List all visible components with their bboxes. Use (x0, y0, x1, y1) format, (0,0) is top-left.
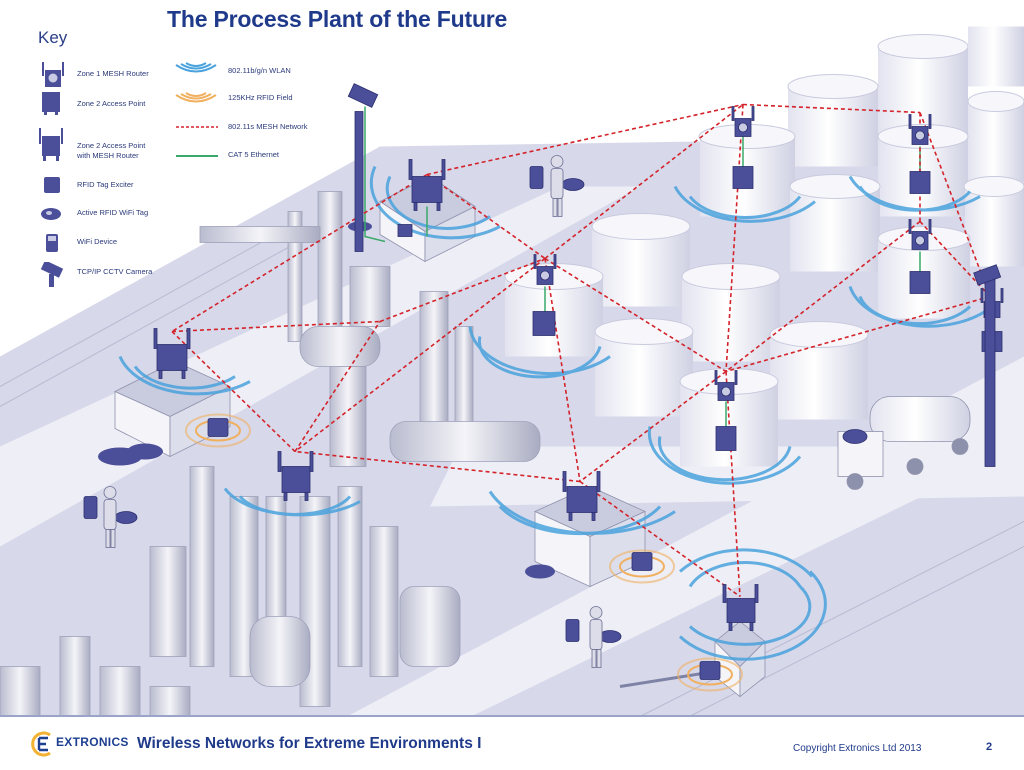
zone2-ap-mesh-router-icon (277, 451, 314, 501)
active-rfid-wifi-tag-icon (41, 208, 61, 220)
cctv-camera-icon (40, 262, 64, 287)
page-number: 2 (986, 741, 993, 753)
key-label-wifi-device: WiFi Device (77, 237, 118, 246)
rfid-tag-exciter-icon (699, 661, 721, 680)
zone1-mesh-router-icon (714, 370, 738, 401)
zone2-access-point-icon (732, 166, 754, 189)
mesh-network-links (171, 103, 991, 598)
key-label-zone2-ap-mesh-router: Zone 2 Access Point with MESH Router (77, 141, 145, 161)
key-label-rfid-tag-exciter: RFID Tag Exciter (77, 180, 134, 189)
active-rfid-wifi-tag-icon (114, 511, 138, 524)
wlan-waves-icon (175, 62, 217, 73)
extronics-logo-mark-icon (31, 731, 51, 757)
key-label-cctv-camera: TCP/IP CCTV Camera (77, 267, 153, 276)
logo-text: EXTRONICS (56, 735, 129, 749)
active-rfid-wifi-tag-icon (561, 178, 585, 191)
rfid-field-waves-icon (175, 92, 217, 103)
key-label-zone2-access-point: Zone 2 Access Point (77, 99, 146, 108)
rfid-tag-exciter-icon (44, 177, 60, 193)
shrubs (98, 221, 555, 579)
key-heading: Key (38, 28, 68, 47)
zone2-ap-mesh-router-icon (39, 128, 63, 161)
extronics-logo: EXTRONICS (30, 731, 128, 757)
workers (83, 155, 603, 668)
cctv-camera-icon (973, 264, 1002, 467)
zone2-ap-mesh-router-icon (153, 328, 191, 379)
footer-title: Wireless Networks for Extreme Environmen… (137, 735, 482, 752)
zone2-ap-mesh-router-icon (562, 471, 601, 521)
storage-tanks (504, 26, 1024, 467)
worker-figure (103, 486, 117, 548)
worker-figure (589, 606, 603, 668)
zone2-access-points (153, 159, 1003, 631)
zone2-access-point-icon (909, 271, 931, 294)
zone1-mesh-router-icon (908, 219, 932, 250)
worker-figure (550, 155, 564, 217)
key-legend: Key Zone 1 MESH Router Zone 2 Access Poi… (8, 24, 328, 294)
zone2-access-point-icon (909, 171, 931, 194)
key-label-zone2-ap-mesh-router-text: Zone 2 Access Point with MESH Router (77, 141, 146, 160)
zone2-ap-mesh-router-icon (722, 584, 759, 631)
key-label-ethernet: CAT 5 Ethernet (228, 150, 279, 159)
active-rfid-tags (114, 178, 868, 643)
wlan-coverage (118, 165, 986, 661)
mesh-network-line-icon (176, 126, 218, 128)
zone1-mesh-router-icon (42, 62, 64, 87)
zone1-mesh-routers (533, 106, 1004, 401)
refinery-columns (0, 191, 541, 742)
zone2-ap-mesh-router-icon (408, 159, 446, 211)
active-rfid-wifi-tag-icon (842, 429, 868, 444)
copyright-text: Copyright Extronics Ltd 2013 (793, 743, 922, 754)
cctv-cameras (347, 83, 1002, 467)
rfid-tag-exciter-icon (631, 552, 653, 571)
zone2-access-point-icon (42, 92, 60, 115)
slide-footer: EXTRONICS Wireless Networks for Extreme … (0, 715, 1024, 770)
wifi-device-icon (46, 234, 58, 252)
cctv-camera-icon (347, 83, 379, 252)
key-label-zone1-mesh-router: Zone 1 MESH Router (77, 69, 149, 78)
ethernet-line-icon (176, 155, 218, 157)
wifi-device-icon (565, 619, 580, 642)
rfid-tag-exciters (207, 418, 721, 680)
key-label-wlan: 802.11b/g/n WLAN (228, 66, 291, 75)
rfid-tag-exciter-icon (207, 418, 229, 437)
zone1-mesh-router-icon (533, 254, 557, 285)
wifi-device-icon (83, 496, 98, 519)
zone1-mesh-router-icon (908, 114, 932, 145)
key-label-rfid-field: 125KHz RFID Field (228, 93, 293, 102)
zone2-access-point-icon (532, 311, 556, 336)
wifi-device-icon (529, 166, 544, 189)
key-label-mesh-network: 802.11s MESH Network (228, 122, 308, 131)
key-label-active-rfid-wifi-tag: Active RFID WiFi Tag (77, 208, 149, 217)
zone1-mesh-router-icon (731, 106, 755, 137)
zone2-access-point-icon (715, 426, 737, 451)
slide-title: The Process Plant of the Future (167, 6, 508, 32)
